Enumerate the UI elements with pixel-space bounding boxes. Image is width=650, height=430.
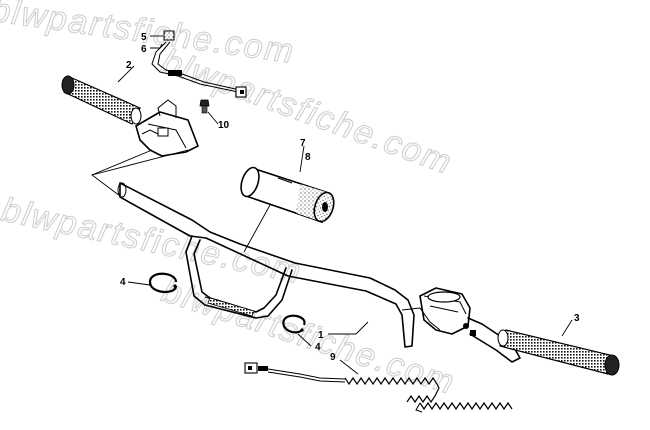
callout-6: 6	[141, 43, 163, 55]
svg-text:9: 9	[330, 352, 336, 363]
handlebar	[117, 182, 415, 348]
callout-7: 7	[299, 138, 306, 173]
callout-8: 8	[305, 152, 311, 163]
handlebar-pad	[240, 166, 335, 253]
callout-9: 9	[330, 352, 359, 375]
brake-master-cylinder	[401, 287, 521, 363]
left-clamp-ring	[148, 272, 178, 293]
crossbar-pad	[207, 297, 255, 317]
switch-housing	[91, 99, 199, 197]
svg-text:blwpartsfiche.com: blwpartsfiche.com	[158, 271, 461, 402]
svg-text:blwpartsfiche.com: blwpartsfiche.com	[0, 0, 297, 71]
right-clamp-ring	[282, 314, 306, 334]
callout-10: 10	[207, 111, 230, 131]
watermark: blwpartsfiche.com blwpartsfiche.com blwp…	[0, 0, 461, 403]
svg-text:1: 1	[318, 330, 324, 341]
svg-text:7: 7	[300, 138, 306, 149]
callout-4b: 4	[297, 333, 321, 353]
svg-text:10: 10	[218, 120, 230, 131]
svg-text:5: 5	[141, 32, 147, 43]
callout-2: 2	[117, 60, 135, 83]
left-grip	[61, 75, 142, 125]
screw	[199, 99, 210, 114]
svg-text:4: 4	[315, 342, 321, 353]
svg-text:2: 2	[126, 60, 132, 71]
grip-heater-harness	[244, 362, 513, 413]
callout-1: 1	[318, 321, 369, 341]
switch-harness	[151, 41, 247, 98]
right-grip	[497, 329, 620, 376]
switch-cap	[163, 30, 175, 41]
svg-text:4: 4	[120, 277, 126, 288]
callout-4a: 4	[120, 277, 151, 288]
svg-text:8: 8	[305, 152, 311, 163]
callout-3: 3	[561, 313, 580, 337]
svg-text:6: 6	[141, 44, 147, 55]
svg-text:3: 3	[574, 313, 580, 324]
callout-5: 5	[141, 32, 163, 43]
